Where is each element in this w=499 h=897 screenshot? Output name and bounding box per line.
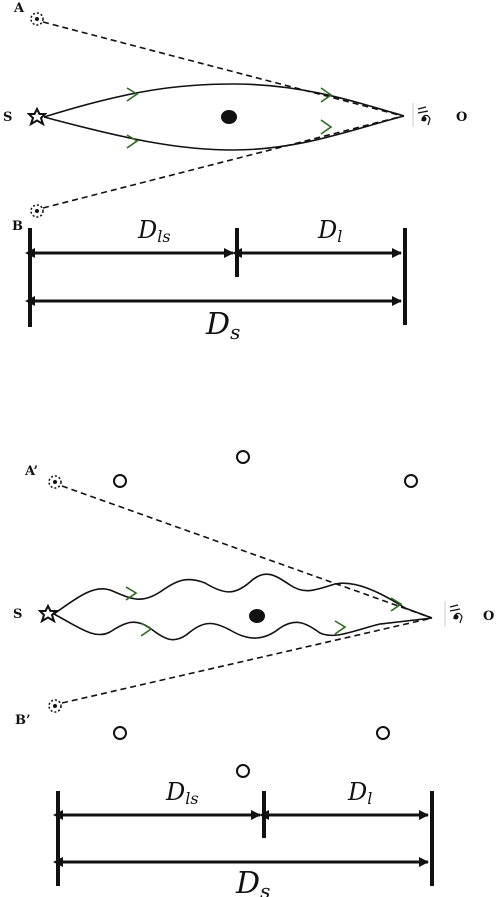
light-path-lower — [53, 613, 433, 641]
ds-label: Ds — [205, 307, 240, 344]
light-path-upper — [43, 83, 405, 118]
ray-arrow — [320, 119, 333, 135]
light-path-lower — [43, 115, 405, 151]
ray-arrow — [126, 87, 139, 102]
ring-icon — [113, 726, 127, 740]
ray-arrow — [334, 620, 347, 635]
ring-icon — [376, 726, 390, 740]
eye-icon — [444, 601, 463, 627]
star-icon — [37, 603, 59, 624]
ring-icon — [404, 474, 418, 488]
image-b-prime-label: B’ — [15, 713, 31, 728]
dls-label: Dls — [165, 778, 199, 808]
ring-icon — [236, 450, 250, 464]
star-icon — [26, 106, 48, 127]
ds-label: Ds — [235, 866, 270, 897]
apparent-ray-a — [42, 21, 404, 117]
ring-icon — [113, 474, 127, 488]
bottom-panel: A’ S B’ O — [13, 450, 494, 897]
image-b-label: B — [12, 219, 23, 234]
dashed-star-icon — [48, 699, 62, 713]
apparent-ray-b — [61, 617, 433, 704]
ray-arrow — [125, 586, 138, 601]
dls-label: Dls — [137, 216, 171, 246]
image-a-label: A — [13, 1, 25, 16]
apparent-ray-a — [61, 485, 433, 619]
observer-label: O — [483, 609, 494, 624]
lens-mass — [221, 110, 237, 124]
ray-arrow — [320, 87, 333, 103]
light-path-upper — [53, 573, 433, 619]
eye-icon — [412, 103, 431, 127]
observer-label: O — [456, 110, 467, 125]
ray-arrow — [390, 597, 403, 612]
ray-arrow — [126, 134, 139, 149]
dashed-star-icon — [30, 12, 44, 26]
dashed-star-icon — [30, 204, 44, 218]
source-label: S — [3, 110, 12, 125]
dashed-star-icon — [48, 475, 62, 489]
top-panel: A S B O — [3, 1, 467, 344]
source-label: S — [13, 607, 22, 622]
ray-arrow — [140, 622, 153, 637]
image-a-prime-label: A’ — [24, 464, 38, 479]
dl-label: Dl — [347, 778, 372, 808]
ring-icon — [236, 764, 250, 778]
lens-mass — [249, 609, 265, 623]
apparent-ray-b — [42, 115, 404, 209]
dl-label: Dl — [317, 216, 342, 246]
